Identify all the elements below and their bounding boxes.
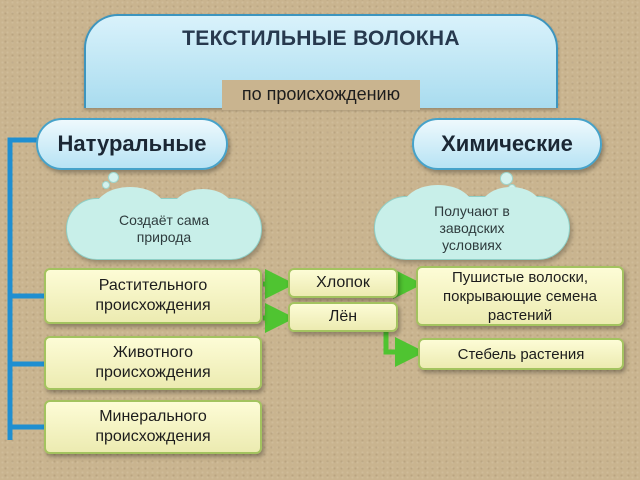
thought-dot — [500, 172, 513, 185]
natural-category: Натуральные — [36, 118, 228, 170]
chemical-note-line: Получают в — [434, 202, 510, 219]
thought-dot — [102, 181, 110, 189]
mineral-origin-line: Минерального — [99, 408, 207, 425]
natural-note-cloud: Создаёт сама природа — [66, 187, 262, 260]
plant-origin-box: Растительного происхождения — [44, 268, 262, 324]
chemical-note-line: заводских — [439, 219, 505, 236]
chemical-note-cloud: Получают в заводских условиях — [374, 185, 570, 260]
mineral-origin-box: Минерального происхождения — [44, 400, 262, 454]
page-title: ТЕКСТИЛЬНЫЕ ВОЛОКНА — [182, 27, 460, 50]
cotton-description-box: Пушистые волоски, покрывающие семена рас… — [416, 266, 624, 326]
natural-note-line: Создаёт сама — [118, 212, 210, 228]
chemical-note-line: условиях — [442, 236, 502, 253]
mineral-origin-line: происхождения — [95, 428, 211, 445]
flax-box: Лён — [288, 302, 398, 332]
cotton-description-line: покрывающие семена — [443, 287, 597, 305]
arrow-flax-description — [383, 331, 425, 367]
plant-origin-line: происхождения — [95, 297, 211, 314]
chemical-category: Химические — [412, 118, 602, 170]
natural-note-line: природа — [136, 229, 192, 245]
plant-origin-line: Растительного — [98, 277, 208, 294]
animal-origin-box: Животного происхождения — [44, 336, 262, 390]
cotton-description-line: растений — [487, 306, 553, 324]
cotton-box: Хлопок — [288, 268, 398, 298]
thought-dot — [108, 172, 119, 183]
cotton-description-line: Пушистые волоски, — [451, 268, 589, 286]
animal-origin-line: Животного — [112, 344, 194, 361]
subtitle-label: по происхождению — [222, 80, 420, 110]
flax-description-box: Стебель растения — [418, 338, 624, 370]
animal-origin-line: происхождения — [95, 364, 211, 381]
natural-trunk-line — [7, 137, 38, 440]
